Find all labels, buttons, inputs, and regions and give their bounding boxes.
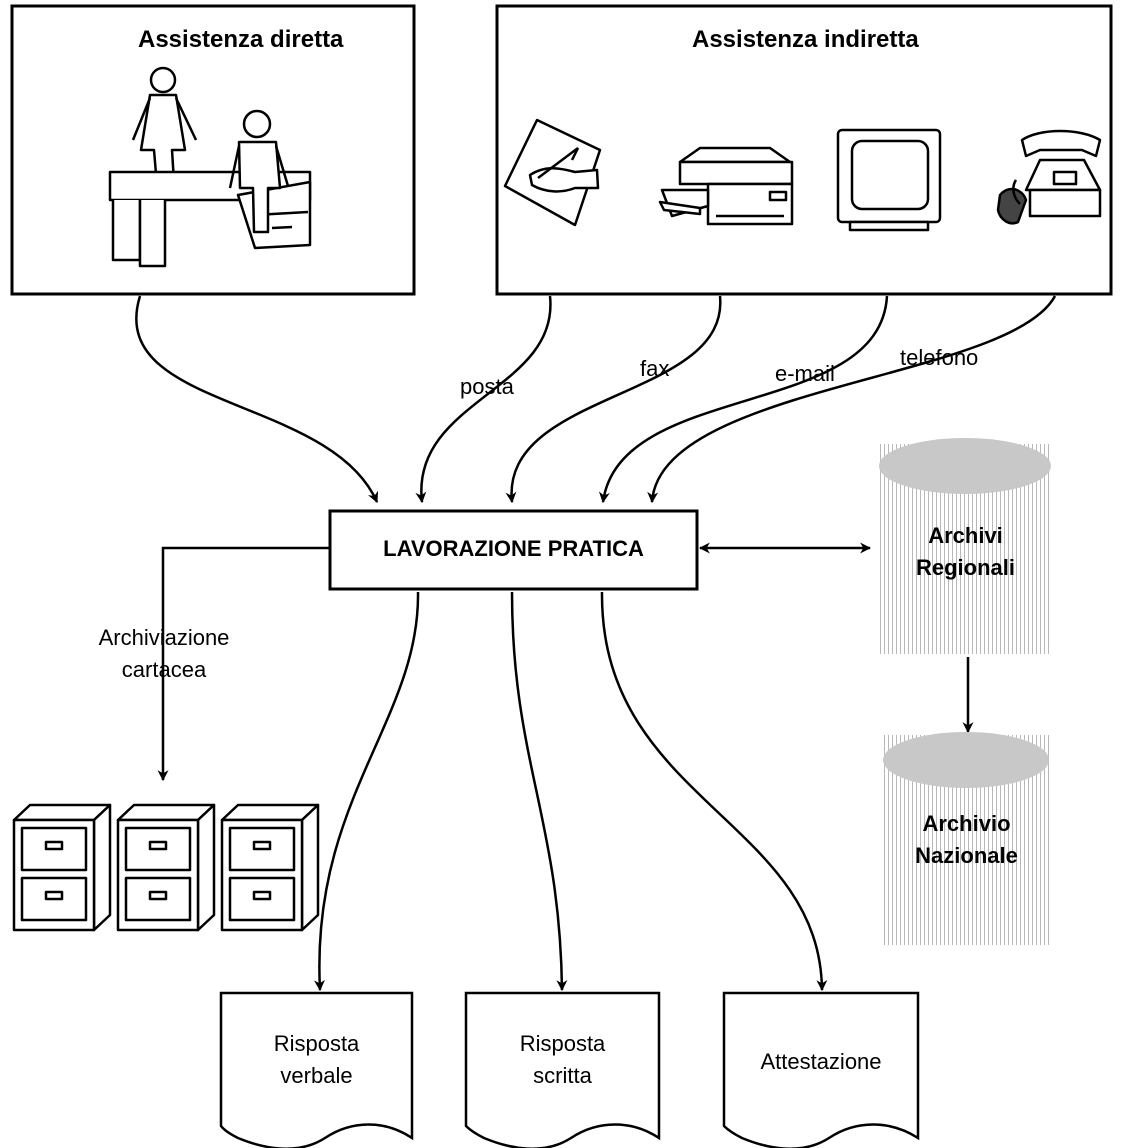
written-response-label: Risposta scritta [466, 1028, 659, 1092]
flow-process-to-attestation [600, 591, 828, 992]
people-at-desk-icon [108, 66, 312, 268]
telephone-icon [996, 129, 1102, 225]
document-written-response [464, 991, 661, 1148]
fax-machine-icon [658, 146, 794, 226]
verbal-response-label-line1: Risposta [273, 1031, 360, 1056]
national-archive-label: Archivio Nazionale [884, 808, 1049, 872]
flow-posta-to-process [415, 295, 552, 504]
attestation-label-line1: Attestazione [760, 1049, 882, 1074]
indirect-assistance-title: Assistenza indiretta [692, 26, 919, 53]
flow-fax-to-process [505, 295, 722, 504]
attestation-label: Attestazione [724, 1046, 918, 1078]
channel-label-posta: posta [460, 374, 514, 399]
writing-hand-icon [503, 118, 602, 227]
paper-archive-label: Archiviazione cartacea [64, 622, 264, 686]
regional-archive-cylinder [879, 438, 1051, 654]
written-response-label-line1: Risposta [519, 1031, 606, 1056]
paper-archive-label-line1: Archiviazione [98, 625, 230, 650]
national-archive-label-line1: Archivio [922, 811, 1011, 836]
flow-telefono-to-process [647, 295, 1057, 504]
indirect-assistance-box [495, 4, 1113, 296]
paper-archive-label-line2: cartacea [121, 657, 207, 682]
national-archive-label-line2: Nazionale [915, 843, 1018, 868]
process-label: LAVORAZIONE PRATICA [383, 536, 644, 561]
flow-direct-to-process [135, 295, 379, 504]
flow-email-to-process [598, 295, 889, 504]
flow-process-to-written [510, 591, 568, 992]
direct-assistance-box [10, 4, 416, 296]
written-response-label-line2: scritta [533, 1063, 592, 1088]
verbal-response-label-line2: verbale [280, 1063, 353, 1088]
verbal-response-label: Risposta verbale [221, 1028, 412, 1092]
document-verbal-response [219, 991, 414, 1148]
channel-label-fax: fax [640, 356, 670, 381]
filing-cabinets-icon [12, 803, 320, 932]
regional-archive-label-line2: Regionali [915, 555, 1015, 580]
process-box [328, 509, 699, 591]
channel-label-telefono: telefono [900, 345, 979, 370]
document-attestation [722, 991, 920, 1148]
channel-label-email: e-mail [775, 361, 835, 386]
regional-archive-label: Archivi Regionali [880, 520, 1051, 584]
flow-process-to-paper-archive [157, 546, 330, 782]
regional-archive-label-line1: Archivi [928, 523, 1003, 548]
direct-assistance-title: Assistenza diretta [138, 26, 344, 53]
flow-process-to-verbal [313, 591, 420, 992]
computer-monitor-icon [836, 128, 942, 232]
national-archive-cylinder [883, 732, 1049, 945]
